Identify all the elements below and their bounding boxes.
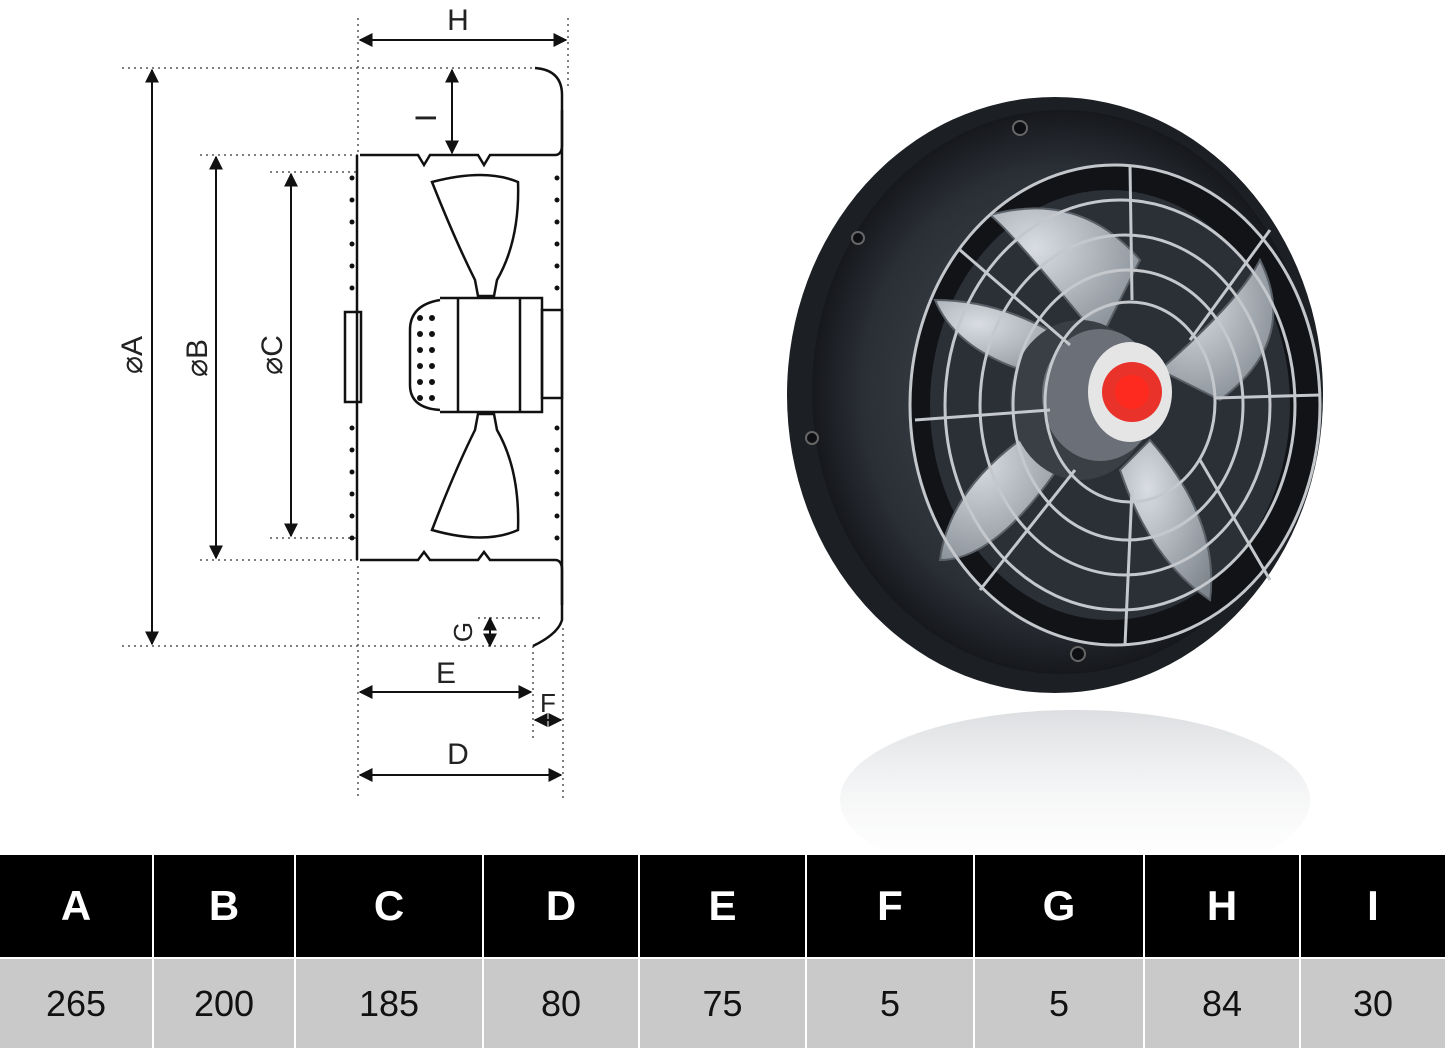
fan-technical-drawing: ⌀A ⌀B ⌀C H I G E F D (116, 4, 1323, 850)
dimensions-table: A B C D E F G H I 265 200 185 80 75 5 5 … (0, 855, 1445, 1048)
dim-label-f: F (540, 688, 556, 718)
header-cell-f: F (806, 855, 975, 958)
dim-label-a: ⌀A (116, 336, 149, 374)
value-cell-e: 75 (639, 957, 807, 1048)
value-cell-h: 84 (1144, 957, 1301, 1048)
value-cell-d: 80 (483, 957, 640, 1048)
dim-label-g: G (448, 622, 478, 642)
header-cell-a: A (0, 855, 154, 958)
header-cell-g: G (974, 855, 1145, 958)
table-header-row: A B C D E F G H I (0, 855, 1445, 958)
dim-label-i: I (410, 114, 443, 122)
dim-label-d: D (447, 738, 469, 771)
header-cell-e: E (639, 855, 807, 958)
value-cell-f: 5 (806, 957, 975, 1048)
value-cell-a: 265 (0, 957, 154, 1048)
dim-label-b: ⌀B (181, 339, 214, 377)
fan-side-view (343, 66, 564, 648)
table-row: 265 200 185 80 75 5 5 84 30 (0, 957, 1445, 1048)
housing-dots (349, 175, 560, 541)
dim-label-e: E (436, 657, 456, 690)
header-cell-d: D (483, 855, 640, 958)
extension-lines (122, 18, 569, 800)
value-cell-b: 200 (153, 957, 296, 1048)
dim-label-c: ⌀C (256, 335, 289, 375)
fan-product-image (787, 97, 1323, 850)
header-cell-c: C (295, 855, 484, 958)
header-cell-b: B (153, 855, 296, 958)
header-cell-h: H (1144, 855, 1301, 958)
value-cell-g: 5 (974, 957, 1145, 1048)
header-cell-i: I (1300, 855, 1445, 958)
value-cell-c: 185 (295, 957, 484, 1048)
dimension-arrows (145, 33, 568, 782)
value-cell-i: 30 (1300, 957, 1445, 1048)
dim-label-h: H (447, 4, 469, 37)
